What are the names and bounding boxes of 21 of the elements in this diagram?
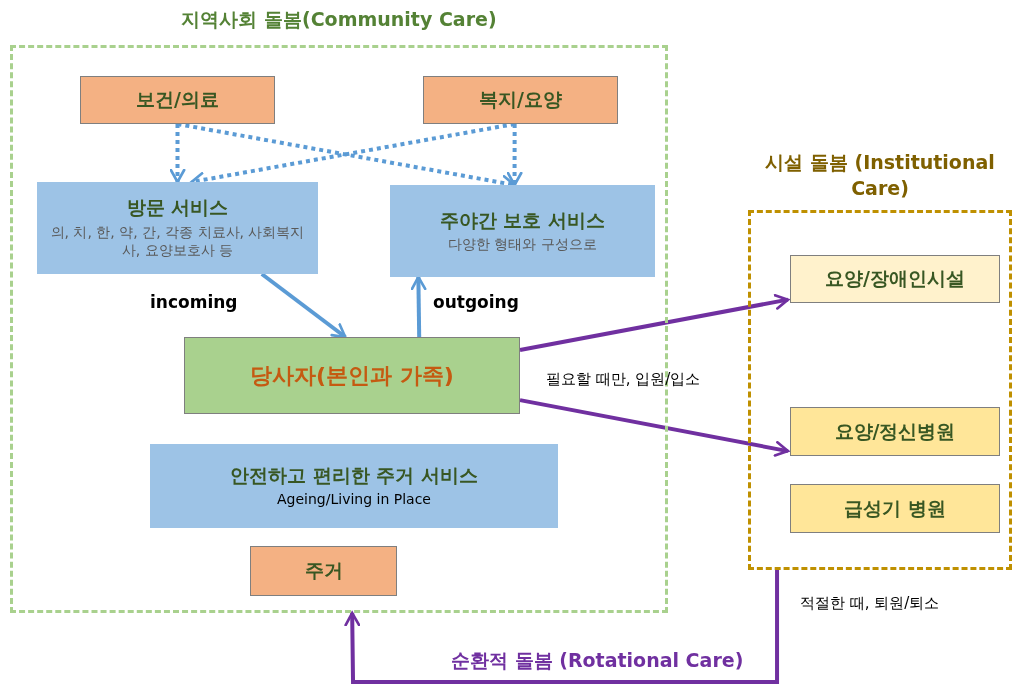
process-box: 안전하고 편리한 주거 서비스 Ageing/Living in Place xyxy=(150,444,558,528)
process-box: 주야간 보호 서비스 다양한 형태와 구성으로 xyxy=(390,185,655,277)
process-box: 복지/요양 xyxy=(423,76,618,124)
process-box: 급성기 병원 xyxy=(790,484,1000,533)
process-box: 요양/장애인시설 xyxy=(790,255,1000,303)
process-box: 당사자(본인과 가족) xyxy=(184,337,520,414)
process-box: 요양/정신병원 xyxy=(790,407,1000,456)
arrow xyxy=(506,124,523,187)
note-text: 필요할 때만, 입원/입소 xyxy=(546,370,701,389)
arrow xyxy=(410,275,427,338)
group-title: 시설 돌봄 (Institutional Care) xyxy=(764,150,996,201)
group-title: 지역사회 돌봄(Community Care) xyxy=(180,7,498,32)
process-box: 보건/의료 xyxy=(80,76,275,124)
arrow xyxy=(519,294,790,353)
process-box: 방문 서비스 의, 치, 한, 약, 간, 각종 치료사, 사회복지사, 요양보호사 등 xyxy=(37,182,318,274)
process-box: 주거 xyxy=(250,546,397,596)
arrow xyxy=(169,124,186,184)
note-text: 적절한 때, 퇴원/퇴소 xyxy=(800,594,940,613)
arrow xyxy=(260,272,347,339)
arrow xyxy=(519,398,790,457)
arrow xyxy=(344,570,780,684)
